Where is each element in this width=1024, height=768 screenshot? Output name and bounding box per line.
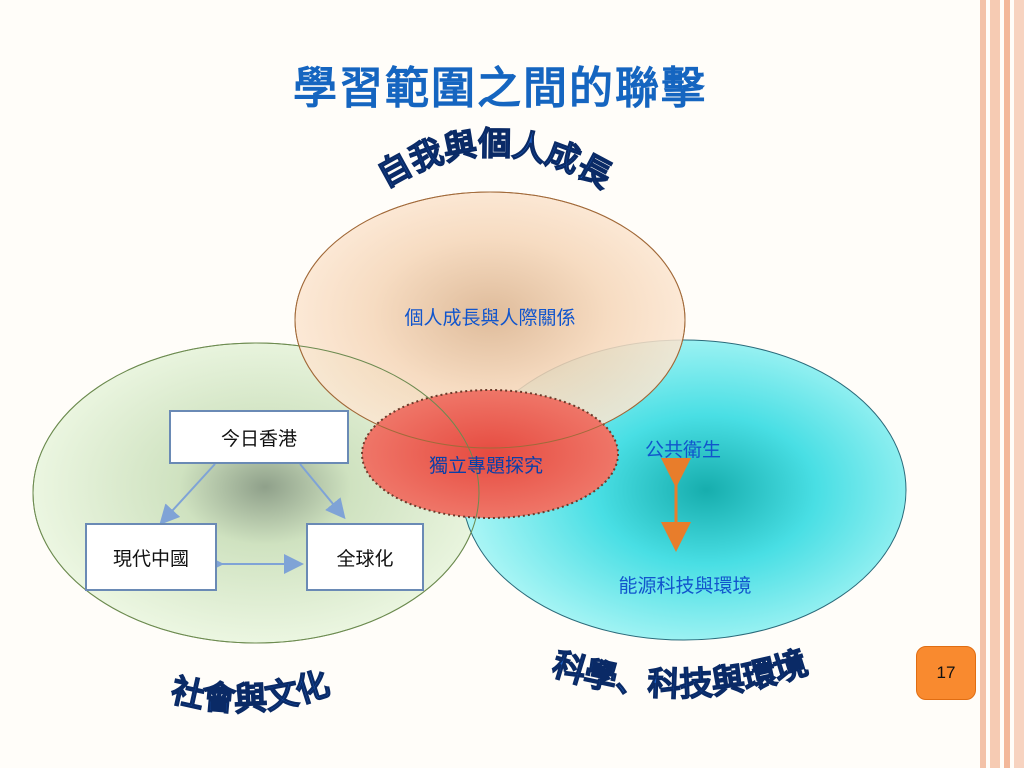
center-label: 獨立專題探究 [429,455,543,477]
page-title: 學習範圍之間的聯擊 [293,63,707,114]
decor-stripe [980,0,986,768]
arrow-hk-to-global [299,463,346,520]
arrow-hk-to-china [159,463,216,525]
page-number-badge: 17 [916,646,976,700]
decor-stripe [1004,0,1010,768]
box-modern-china: 現代中國 [85,523,217,591]
arc-label-left: 社會與文化 [168,664,334,719]
decor-stripe [1014,0,1024,768]
box-globalization: 全球化 [306,523,424,591]
box-today-hk: 今日香港 [169,410,349,464]
public-health-label: 公共衛生 [645,439,721,461]
arc-label-right: 科學、科技與環境 [548,643,812,704]
circle-center [361,389,619,519]
circle-left-outline [32,342,480,644]
decor-stripe [990,0,1000,768]
energy-label: 能源科技與環境 [618,575,751,597]
top-circle-label: 個人成長與人際關係 [404,307,575,329]
circle-top-outline [294,191,686,449]
arc-label-top: 自我與個人成長 [371,124,619,197]
